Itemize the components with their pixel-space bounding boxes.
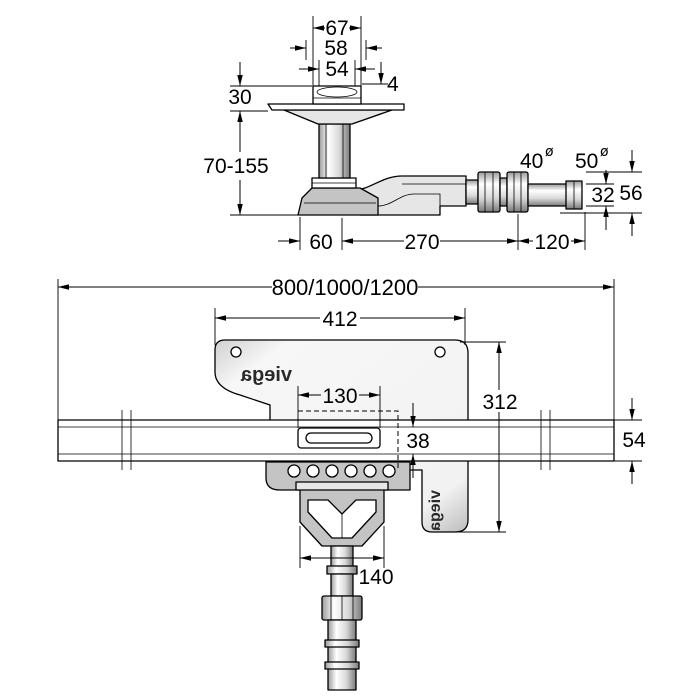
dim-label-38-background — [404, 430, 432, 452]
dim-label-32: 32 — [591, 184, 614, 207]
svg-text:viega: viega — [427, 490, 444, 531]
side-outlet-pipe — [527, 183, 569, 207]
plate-hole-left — [230, 346, 242, 358]
viega-logo: viega — [240, 364, 292, 386]
dim-label-140: 140 — [358, 566, 393, 589]
dim-label-38: 38 — [406, 430, 429, 453]
hidden-sump-outline — [298, 410, 399, 468]
channel-break-marks — [121, 410, 551, 470]
dim-label-58: 58 — [324, 37, 347, 60]
side-funnel — [283, 109, 393, 125]
viega-logo-partial: viega — [427, 490, 444, 531]
side-view: 67 58 54 4 30 70-155 40 ø 50 ø 56 32 60 … — [203, 16, 643, 254]
dim-label-4: 4 — [387, 73, 399, 96]
dim-label-height: 70-155 — [203, 155, 268, 178]
plan-outlet-pipe — [327, 619, 357, 691]
dim-label-412: 412 — [322, 308, 357, 331]
dim-label-56: 56 — [619, 182, 642, 205]
plan-dimension-lines — [58, 284, 635, 561]
plan-view: viega viega — [57, 275, 646, 691]
side-riser-pipe — [318, 123, 351, 179]
side-nut-1 — [477, 171, 501, 213]
plate-hole-right — [434, 346, 446, 358]
diameter-symbol-40: ø — [545, 144, 554, 160]
dim-label-30: 30 — [228, 86, 251, 109]
dim-label-312: 312 — [482, 391, 517, 414]
side-outlet-connector — [465, 171, 583, 213]
diameter-symbol-50: ø — [600, 144, 609, 160]
dim-label-270: 270 — [404, 231, 439, 254]
dim-label-54-top: 54 — [325, 58, 349, 81]
side-nut-2 — [506, 171, 529, 213]
dim-label-130: 130 — [322, 385, 357, 408]
dim-label-60: 60 — [309, 231, 332, 254]
dim-label-54-channel: 54 — [622, 429, 646, 452]
dim-label-40: 40 — [520, 150, 543, 173]
bolt-row — [287, 464, 396, 478]
side-top-plate — [267, 103, 405, 111]
dim-label-67: 67 — [325, 17, 348, 40]
side-drain-body — [267, 85, 467, 216]
plan-dimension-labels: 800/1000/1200 412 312 130 38 54 140 — [272, 275, 646, 589]
side-base-body — [297, 187, 379, 216]
plan-outlet — [295, 481, 389, 691]
drain-slot-opening — [305, 432, 373, 444]
dim-label-length: 800/1000/1200 — [272, 275, 419, 300]
side-top-insert — [312, 85, 362, 105]
side-dimension-lines — [237, 25, 635, 244]
dim-label-50: 50 — [575, 150, 598, 173]
dim-label-120: 120 — [534, 231, 569, 254]
side-dimension-labels: 67 58 54 4 30 70-155 40 ø 50 ø 56 32 60 … — [203, 17, 642, 254]
